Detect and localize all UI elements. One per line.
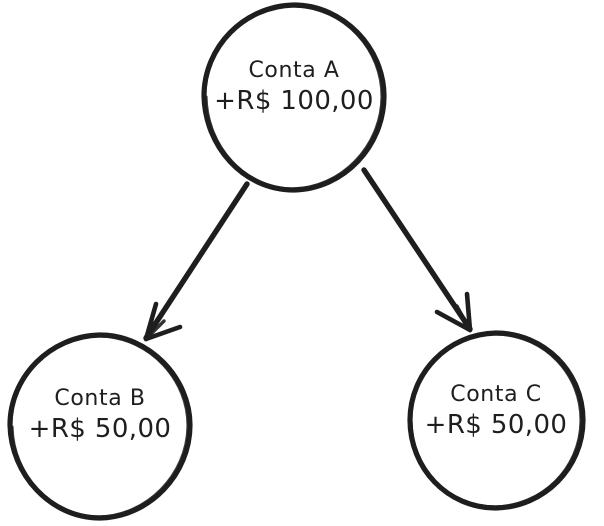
- node-conta-c-shape[interactable]: [407, 330, 586, 511]
- node-conta-a-shape[interactable]: [201, 2, 387, 193]
- node-conta-b-shape[interactable]: [7, 332, 193, 521]
- edge-conta-a-to-conta-b[interactable]: [143, 181, 250, 342]
- edge-conta-a-to-conta-c[interactable]: [361, 167, 473, 333]
